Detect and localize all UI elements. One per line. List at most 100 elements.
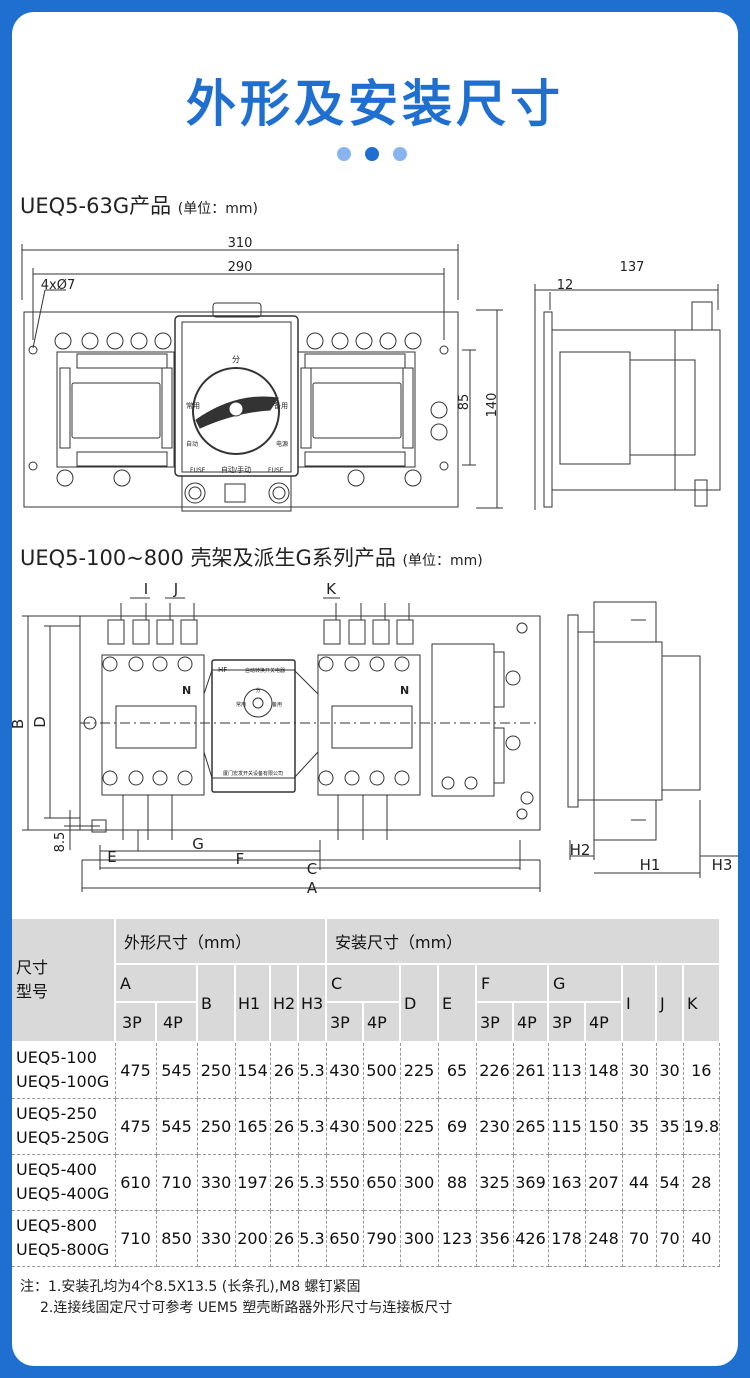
dim-137: 137 — [620, 260, 645, 275]
value-cell: 69 — [437, 1097, 477, 1155]
col-F: F — [475, 963, 549, 1003]
value-cell: 26 — [269, 1097, 299, 1155]
dim-140: 140 — [485, 393, 500, 418]
value-cell: 261 — [512, 1041, 549, 1099]
value-cell: 30 — [655, 1041, 684, 1099]
value-cell: 5.3 — [297, 1097, 327, 1155]
dot-2[interactable] — [365, 147, 379, 161]
value-cell: 325 — [475, 1153, 514, 1211]
drawing-ueq5-63g: 310 290 4xØ7 85 140 137 12 分 常用 备用 自动/手动… — [21, 236, 721, 512]
value-cell: 545 — [155, 1041, 198, 1099]
value-cell: 30 — [621, 1041, 657, 1099]
dim-H3: H3 — [712, 856, 733, 874]
neutral-right: N — [400, 684, 409, 697]
value-cell: 850 — [155, 1209, 198, 1267]
value-cell: 123 — [437, 1209, 477, 1267]
dim-K: K — [326, 580, 337, 598]
dot-3[interactable] — [393, 147, 407, 161]
model-name-g: UEQ5-250G — [16, 1128, 110, 1147]
model-name-g: UEQ5-100G — [16, 1072, 110, 1092]
switch-dial-left: 常用 — [236, 701, 246, 708]
dim-J: J — [173, 580, 178, 598]
dim-B: B — [12, 719, 27, 729]
value-cell: 330 — [196, 1153, 236, 1211]
value-cell: 248 — [584, 1209, 623, 1267]
model-name-g: UEQ5-800G — [16, 1240, 110, 1259]
value-cell: 70 — [655, 1209, 684, 1267]
dim-290: 290 — [228, 260, 253, 275]
switch-label-bottom-left: 自动 — [186, 440, 198, 448]
dim-holes: 4xØ7 — [41, 278, 75, 293]
header-outline: 外形尺寸（mm） — [114, 917, 327, 965]
value-cell: 16 — [682, 1041, 721, 1099]
neutral-left: N — [182, 684, 191, 697]
dim-D: D — [31, 716, 49, 728]
section2-name: UEQ5-100~800 壳架及派生G系列产品 — [20, 546, 396, 570]
dim-12: 12 — [557, 278, 574, 293]
value-cell: 88 — [437, 1153, 477, 1211]
col-G: G — [547, 963, 623, 1003]
col-G-3p: 3P — [547, 1001, 586, 1043]
value-cell: 225 — [399, 1041, 439, 1099]
value-cell: 250 — [196, 1097, 236, 1155]
drawing-ueq5-100-800: I J K B D 8.5 E G F C A H2 H1 H3 HF 自动转换… — [12, 580, 738, 897]
dot-1[interactable] — [337, 147, 351, 161]
switch-label-right: 备用 — [274, 401, 288, 410]
dim-85: 85 — [457, 394, 472, 411]
dim-A: A — [307, 879, 318, 897]
value-cell: 148 — [584, 1041, 623, 1099]
page-card: 外形及安装尺寸 UEQ5-63G产品 (单位：mm) — [12, 12, 738, 1366]
value-cell: 230 — [475, 1097, 514, 1155]
switch-brand: HF — [218, 666, 227, 674]
switch-dial-top: 分 — [255, 687, 260, 694]
dim-G: G — [192, 835, 204, 853]
value-cell: 5.3 — [297, 1041, 327, 1099]
value-cell: 40 — [682, 1209, 721, 1267]
col-H1: H1 — [234, 963, 271, 1043]
value-cell: 35 — [655, 1097, 684, 1155]
value-cell: 710 — [155, 1153, 198, 1211]
col-G-4p: 4P — [584, 1001, 623, 1043]
value-cell: 26 — [269, 1041, 299, 1099]
value-cell: 26 — [269, 1153, 299, 1211]
model-name-g: UEQ5-400G — [16, 1184, 110, 1203]
value-cell: 250 — [196, 1041, 236, 1099]
value-cell: 44 — [621, 1153, 657, 1211]
note-2: 2.连接线固定尺寸可参考 UEM5 塑壳断路器外形尺寸与连接板尺寸 — [40, 1300, 453, 1316]
value-cell: 300 — [399, 1153, 439, 1211]
value-cell: 113 — [547, 1041, 586, 1099]
value-cell: 550 — [325, 1153, 364, 1211]
value-cell: 330 — [196, 1209, 236, 1267]
value-cell: 545 — [155, 1097, 198, 1155]
value-cell: 426 — [512, 1209, 549, 1267]
switch-label-bottom-right: 电源 — [276, 440, 288, 448]
value-cell: 710 — [114, 1209, 157, 1267]
note-1: 注：1.安装孔均为4个8.5X13.5 (长条孔),M8 螺钉紧固 — [20, 1279, 361, 1295]
section1-name: UEQ5-63G产品 — [20, 194, 172, 218]
value-cell: 226 — [475, 1041, 514, 1099]
value-cell: 54 — [655, 1153, 684, 1211]
col-H2: H2 — [269, 963, 299, 1043]
value-cell: 65 — [437, 1041, 477, 1099]
value-cell: 197 — [234, 1153, 271, 1211]
value-cell: 115 — [547, 1097, 586, 1155]
value-cell: 650 — [325, 1209, 364, 1267]
value-cell: 500 — [362, 1041, 401, 1099]
switch-maker: 厦门宏发开关设备有限公司 — [223, 770, 283, 777]
value-cell: 150 — [584, 1097, 623, 1155]
switch-label-fuse-left: FUSE — [190, 467, 206, 474]
section2-heading: UEQ5-100~800 壳架及派生G系列产品 (单位：mm) — [20, 542, 483, 572]
dimensions-table: 尺寸 型号 外形尺寸（mm） 安装尺寸（mm） A B H1 H2 H3 C D… — [12, 917, 721, 1267]
switch-name: 自动转换开关电器 — [245, 667, 285, 674]
value-cell: 500 — [362, 1097, 401, 1155]
col-F-4p: 4P — [512, 1001, 549, 1043]
value-cell: 356 — [475, 1209, 514, 1267]
model-name: UEQ5-100 — [16, 1048, 97, 1068]
value-cell: 610 — [114, 1153, 157, 1211]
value-cell: 35 — [621, 1097, 657, 1155]
col-B: B — [196, 963, 236, 1043]
